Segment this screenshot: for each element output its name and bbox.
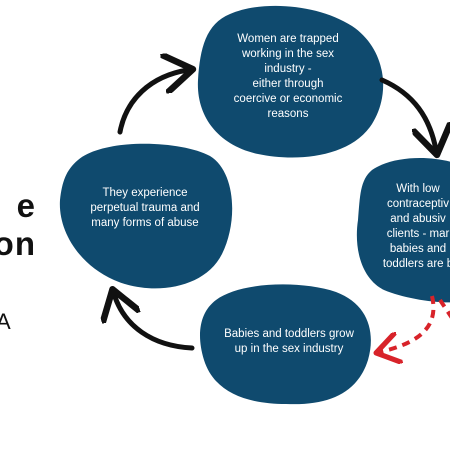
node-blob-grow-up <box>200 284 371 405</box>
node-text-grow-up: Babies and toddlers grow up in the sex i… <box>224 328 354 355</box>
node-text-trauma: They experience perpetual trauma and man… <box>90 187 200 229</box>
left-subheading: A <box>0 309 11 334</box>
dashed-arrow-contraceptive-to-grow-up <box>380 295 436 352</box>
node-blob-trapped <box>197 5 384 158</box>
arrow-grow-up-to-trauma <box>114 294 195 351</box>
arrow-trapped-to-contraceptive <box>379 77 436 150</box>
node-blob-trauma <box>59 143 233 289</box>
left-heading: e on <box>0 187 36 262</box>
arrow-trauma-to-trapped <box>117 70 188 135</box>
node-blob-contraceptive <box>356 157 450 303</box>
node-text-trapped: Women are trapped working in the sex ind… <box>233 33 343 120</box>
node-text-contraceptive: With low contraceptiv and abusiv clients… <box>382 183 450 270</box>
dashed-line-offscreen <box>438 298 450 319</box>
